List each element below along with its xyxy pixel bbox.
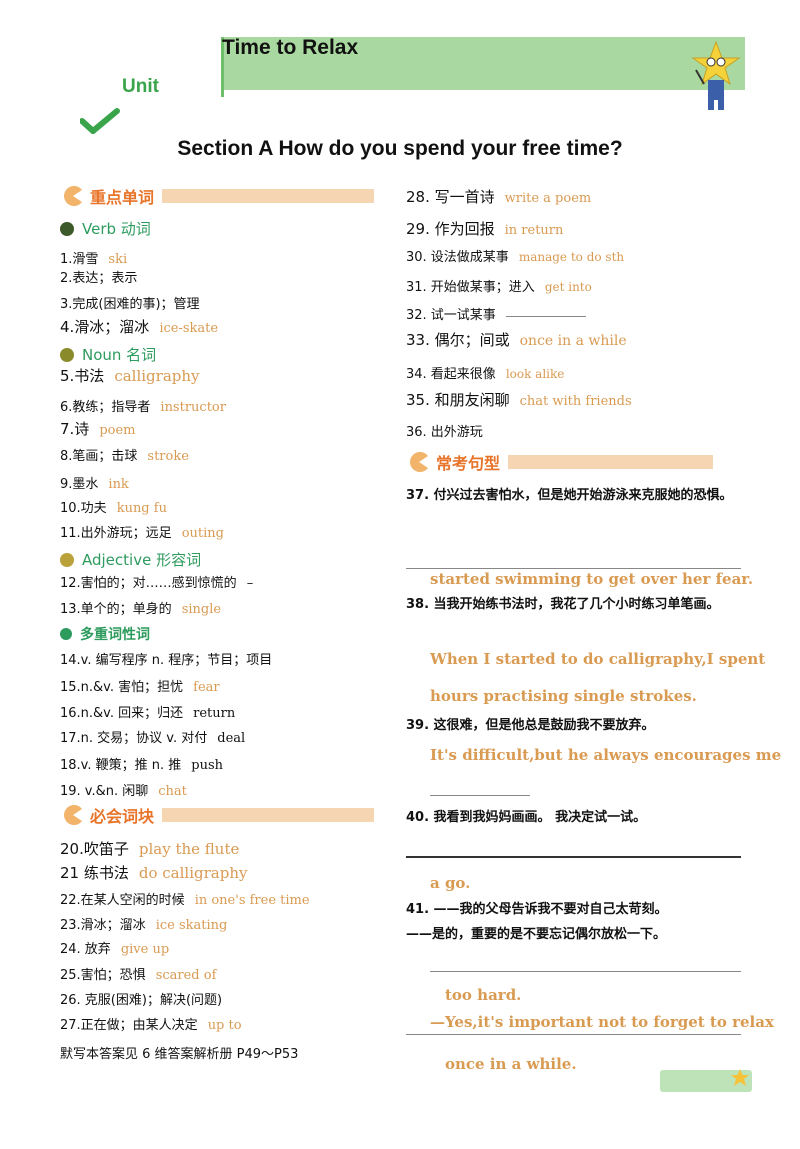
sentences-heading-label: 常考句型 — [436, 454, 501, 473]
bullet-dot — [60, 347, 74, 362]
list-item: 3.完成(困难的事)；管理 — [60, 297, 200, 312]
pacman-icon — [64, 186, 82, 206]
phrases-heading-label: 必会词块 — [90, 807, 155, 826]
answer-reference-note: 默写本答案见 6 维答案解析册 P49～P53 — [60, 1047, 299, 1062]
question-38: 38. 当我开始练书法时，我花了几个小时练习单笔画。 — [406, 597, 720, 612]
list-item: 26. 克服(困难)；解决(问题) — [60, 993, 223, 1008]
multi-subheading: 多重词性词 — [60, 624, 150, 644]
answer-37: started swimming to get over her fear. — [430, 570, 754, 588]
list-item: 14.v. 编写程序 n. 程序；节目；项目 — [60, 653, 273, 668]
bullet-dot — [60, 628, 72, 640]
heading-bar — [162, 189, 375, 203]
list-item: 36. 出外游玩 — [406, 425, 483, 440]
answer-38-line2: hours practising single strokes. — [430, 687, 697, 705]
adjective-subheading: Adjective 形容词 — [60, 549, 201, 570]
answer-line — [430, 971, 741, 972]
heading-bar — [508, 455, 714, 469]
multi-subheading-label: 多重词性词 — [80, 627, 150, 643]
question-40: 40. 我看到我妈妈画画。 我决定试一试。 — [406, 810, 647, 825]
answer-41-line3: once in a while. — [445, 1055, 577, 1073]
sentences-heading: 常考句型 — [408, 450, 714, 474]
words-heading-label: 重点单词 — [90, 188, 155, 207]
publisher-logo — [660, 1070, 752, 1092]
list-item: 32. 试一试某事 — [406, 304, 586, 323]
answer-blank — [505, 315, 586, 317]
answer-41-line1: too hard. — [445, 986, 522, 1004]
noun-subheading-label: Noun 名词 — [82, 346, 157, 364]
answer-line — [406, 568, 741, 569]
answer-41-line2: —Yes,it's important not to forget to rel… — [430, 1013, 774, 1031]
noun-subheading: Noun 名词 — [60, 344, 156, 365]
phrases-heading: 必会词块 — [62, 803, 375, 827]
unit-title: Time to Relax — [222, 36, 359, 59]
pacman-icon — [410, 452, 428, 472]
bullet-dot — [60, 221, 74, 236]
question-41-line2: ——是的，重要的是不要忘记偶尔放松一下。 — [406, 927, 667, 942]
answer-line — [406, 856, 741, 858]
checkmark-icon — [80, 108, 120, 134]
section-title: Section A How do you spend your free tim… — [177, 137, 623, 160]
list-item: 2.表达；表示 — [60, 271, 138, 286]
question-37: 37. 付兴过去害怕水，但是她开始游泳来克服她的恐惧。 — [406, 488, 733, 503]
banner-edge — [221, 37, 224, 97]
star-mascot-icon — [691, 40, 741, 110]
answer-39: It's difficult,but he always encourages … — [430, 746, 782, 764]
star-logo-icon — [731, 1069, 749, 1086]
question-39: 39. 这很难，但是他总是鼓励我不要放弃。 — [406, 718, 655, 733]
words-heading: 重点单词 — [62, 184, 375, 208]
unit-label: Unit — [122, 76, 159, 92]
pacman-icon — [64, 805, 82, 825]
answer-line — [406, 1034, 741, 1035]
bullet-dot — [60, 552, 74, 567]
verb-subheading: Verb 动词 — [60, 218, 151, 239]
answer-38-line1: When I started to do calligraphy,I spent — [430, 650, 766, 668]
answer-line — [430, 795, 530, 796]
title-banner — [221, 37, 745, 90]
question-41-line1: 41. ——我的父母告诉我不要对自己太苛刻。 — [406, 902, 668, 917]
adjective-subheading-label: Adjective 形容词 — [82, 551, 202, 569]
answer-40: a go. — [430, 874, 471, 892]
heading-bar — [162, 808, 375, 822]
verb-subheading-label: Verb 动词 — [82, 220, 151, 238]
list-item: 12.害怕的；对……感到惊慌的– — [60, 576, 254, 591]
